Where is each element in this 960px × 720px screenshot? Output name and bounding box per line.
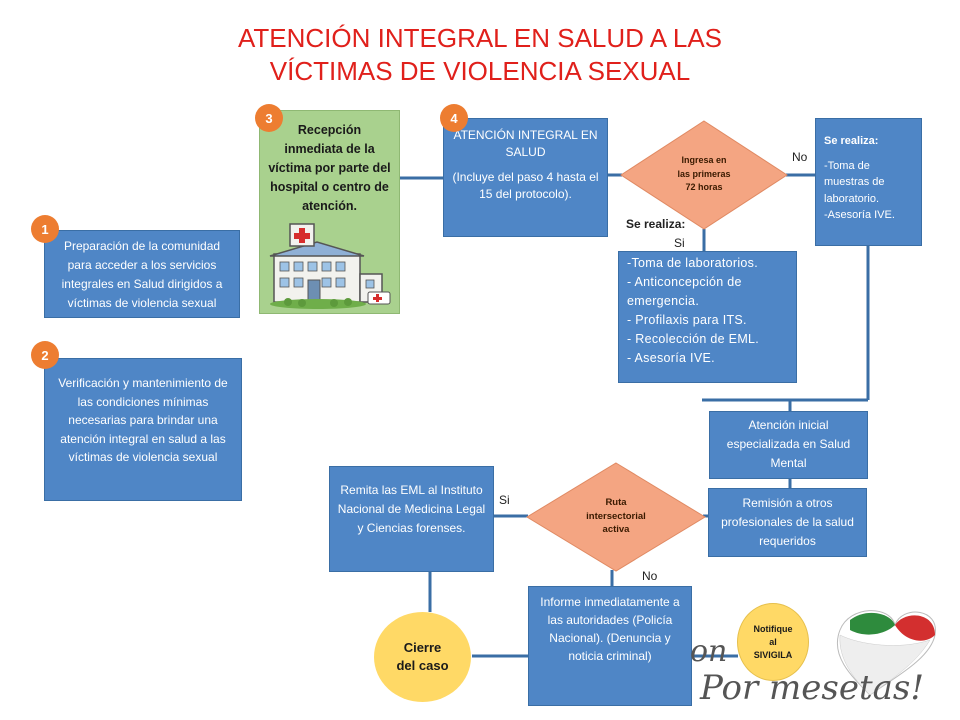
decision1-line-3: 72 horas — [685, 182, 723, 192]
step4-note: (Incluye del paso 4 hasta el 15 del prot… — [452, 170, 599, 201]
notifique-line-1: Notifique — [753, 623, 793, 634]
eml-box: Remita las EML al Instituto Nacional de … — [329, 466, 494, 572]
remision-box: Remisión a otros profesionales de la sal… — [708, 488, 867, 557]
decision1-line-2: las primeras — [677, 168, 731, 179]
box-si-72-line-5: - Recolección de EML. — [627, 332, 760, 346]
box-no-72: Se realiza: -Toma de muestras de laborat… — [815, 118, 922, 246]
eml-text: Remita las EML al Instituto Nacional de … — [337, 483, 486, 535]
cierre-line-1: Cierre — [403, 640, 442, 655]
label-si-ruta: Si — [499, 493, 510, 507]
decision2-line-1: Ruta — [605, 497, 627, 508]
badge-4: 4 — [440, 104, 468, 132]
box-si-72-line-6: - Asesoría IVE. — [627, 351, 715, 365]
step3-box: Recepción inmediata de la víctima por pa… — [259, 110, 400, 314]
hospital-illustration — [269, 223, 391, 309]
step4-box: ATENCIÓN INTEGRAL EN SALUD (Incluye del … — [443, 118, 608, 237]
cierre-circle: Cierre del caso — [374, 612, 471, 702]
box-no-72-line-4: -Asesoría IVE. — [824, 209, 895, 221]
mental-health-box: Atención inicial especializada en Salud … — [709, 411, 868, 479]
decision2-line-3: activa — [602, 524, 630, 535]
notifique-line-3: SIVIGILA — [753, 649, 793, 660]
badge-3: 3 — [255, 104, 283, 132]
badge-1: 1 — [31, 215, 59, 243]
logo-text-on: on — [690, 634, 728, 669]
logo-text-mesetas: Por mesetas! — [700, 668, 925, 708]
decision2-diamond — [526, 462, 706, 572]
box-si-72-line-1: -Toma de laboratorios. — [627, 256, 758, 270]
badge-2: 2 — [31, 341, 59, 369]
step2-text: Verificación y mantenimiento de las cond… — [58, 376, 228, 464]
mental-health-text: Atención inicial especializada en Salud … — [726, 418, 851, 470]
box-si-72-line-4: - Profilaxis para ITS. — [627, 313, 747, 327]
notifique-line-2: al — [769, 636, 777, 647]
por-mesetas-logo — [836, 610, 936, 696]
notifique-circle: Notifique al SIVIGILA — [737, 603, 809, 681]
remision-text: Remisión a otros profesionales de la sal… — [721, 496, 854, 548]
decision2-line-2: intersectorial — [586, 510, 646, 522]
informe-box: Informe inmediatamente a las autoridades… — [528, 586, 692, 706]
step4-title: ATENCIÓN INTEGRAL EN SALUD — [453, 128, 598, 159]
box-no-72-line-2: muestras de — [824, 176, 885, 188]
box-si-72: -Toma de laboratorios. - Anticoncepción … — [618, 251, 797, 383]
decision1-diamond — [620, 120, 788, 230]
title-line-2: VÍCTIMAS DE VIOLENCIA SEXUAL — [269, 56, 691, 86]
title-line-1: ATENCIÓN INTEGRAL EN SALUD A LAS — [237, 23, 723, 53]
step1-text: Preparación de la comunidad para acceder… — [61, 239, 223, 310]
box-no-72-line-3: laboratorio. — [824, 192, 880, 205]
page-title: ATENCIÓN INTEGRAL EN SALUD A LAS VÍCTIMA… — [200, 22, 760, 88]
label-se-realiza: Se realiza: — [626, 217, 686, 231]
cierre-line-2: del caso — [396, 658, 449, 673]
label-no-ruta: No — [642, 569, 658, 583]
label-no-72: No — [792, 150, 808, 164]
step1-box: Preparación de la comunidad para acceder… — [44, 230, 240, 318]
decision2-text: Ruta intersectorial activa — [566, 496, 666, 537]
decision1-text: Ingresa en las primeras 72 horas — [654, 154, 754, 195]
step3-text: Recepción inmediata de la víctima por pa… — [268, 123, 391, 213]
label-si-72: Si — [674, 236, 685, 250]
box-si-72-line-2: - Anticoncepción de — [627, 275, 742, 289]
step2-box: Verificación y mantenimiento de las cond… — [44, 358, 242, 501]
box-no-72-heading: Se realiza: — [824, 135, 879, 147]
box-no-72-line-1: -Toma de — [824, 159, 870, 172]
decision1-line-1: Ingresa en — [681, 155, 727, 165]
box-si-72-line-3: emergencia. — [627, 294, 700, 308]
informe-text: Informe inmediatamente a las autoridades… — [540, 595, 680, 663]
